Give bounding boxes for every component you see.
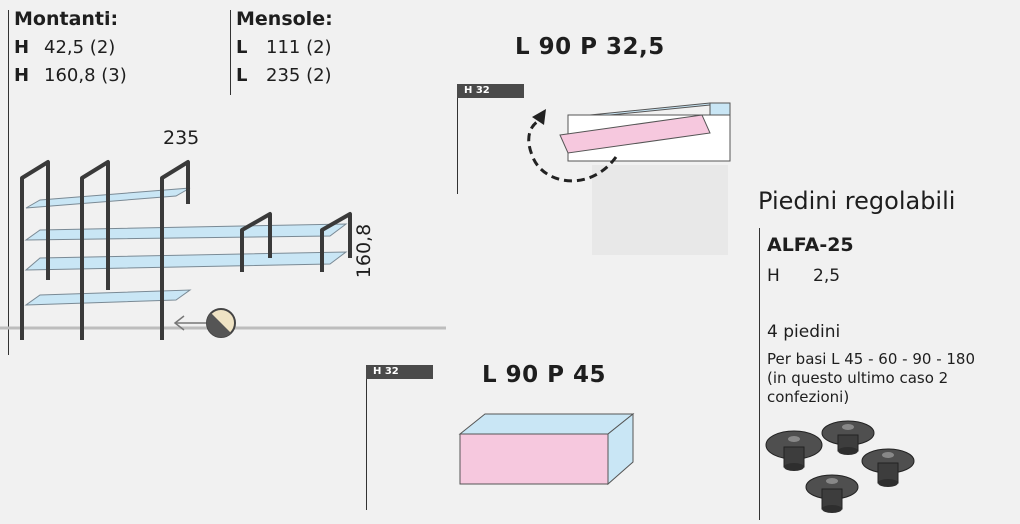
direction-arrow-head — [173, 315, 185, 331]
feet-title: Piedini regolabili — [758, 187, 956, 215]
cabinet-bottom-top — [458, 413, 635, 435]
feet-height: H 2,5 — [767, 266, 840, 286]
montanti-row-2: H 160,8 (3) — [14, 65, 127, 86]
feet-model: ALFA-25 — [767, 234, 854, 256]
montanti-row-1-value: 42,5 (2) — [44, 37, 116, 58]
mensole-row-2-key: L — [236, 65, 248, 86]
cabinet-top-tag: H 32 — [457, 84, 524, 98]
feet-note-1: Per basi L 45 - 60 - 90 - 180 — [767, 350, 976, 368]
cabinet-top-door — [559, 114, 711, 154]
cabinet-bottom-diagram — [458, 412, 635, 486]
feet-illustration — [765, 420, 915, 513]
mensole-row-2: L 235 (2) — [236, 65, 332, 86]
foot-2 — [821, 420, 875, 455]
foot-symbol-icon — [206, 308, 236, 338]
montanti-divider — [8, 10, 9, 355]
uprights — [20, 160, 352, 340]
feet-height-key: H — [767, 266, 780, 286]
foot-3 — [861, 448, 915, 487]
mensole-title: Mensole: — [236, 8, 333, 30]
shelf-4 — [24, 289, 192, 306]
feet-divider — [759, 228, 760, 520]
cabinet-bottom-tag: H 32 — [366, 365, 433, 379]
feet-note-3: confezioni) — [767, 388, 850, 406]
cabinet-top-tag-line — [457, 84, 458, 194]
cabinet-top-shadow — [592, 165, 728, 255]
cabinet-bottom-tag-line — [366, 365, 367, 510]
cabinet-bottom-front — [459, 433, 609, 485]
montanti-title: Montanti: — [14, 8, 119, 30]
cabinet-top-title: L 90 P 32,5 — [515, 34, 665, 60]
upright-1 — [20, 160, 50, 340]
cabinet-top-lid — [589, 102, 731, 116]
rotation-arrowhead-icon — [532, 109, 546, 125]
cabinet-top-diagram — [527, 102, 731, 255]
shelf-diagram — [0, 160, 446, 340]
mensole-row-1-value: 111 (2) — [266, 37, 332, 58]
mensole-divider — [230, 10, 231, 95]
montanti-row-2-value: 160,8 (3) — [44, 65, 127, 86]
mensole-row-1-key: L — [236, 37, 248, 58]
upright-2 — [80, 160, 110, 340]
feet-note-2: (in questo ultimo caso 2 — [767, 369, 949, 387]
shelf-2 — [24, 223, 348, 241]
montanti-row-1: H 42,5 (2) — [14, 37, 115, 58]
foot-1 — [765, 430, 823, 471]
upright-5 — [320, 212, 352, 272]
rotation-arrow-icon — [527, 117, 618, 183]
cabinet-bottom-title: L 90 P 45 — [482, 362, 607, 388]
upright-4 — [240, 212, 272, 272]
shelf-3 — [24, 251, 348, 271]
shelves — [24, 187, 348, 306]
mensole-row-1: L 111 (2) — [236, 37, 332, 58]
montanti-row-2-key: H — [14, 65, 30, 86]
foot-4 — [805, 474, 859, 513]
feet-count: 4 piedini — [767, 322, 841, 342]
shelf-width-label: 235 — [163, 127, 200, 149]
montanti-row-1-key: H — [14, 37, 30, 58]
upright-3 — [160, 160, 190, 340]
feet-height-value: 2,5 — [813, 266, 841, 286]
mensole-row-2-value: 235 (2) — [266, 65, 332, 86]
